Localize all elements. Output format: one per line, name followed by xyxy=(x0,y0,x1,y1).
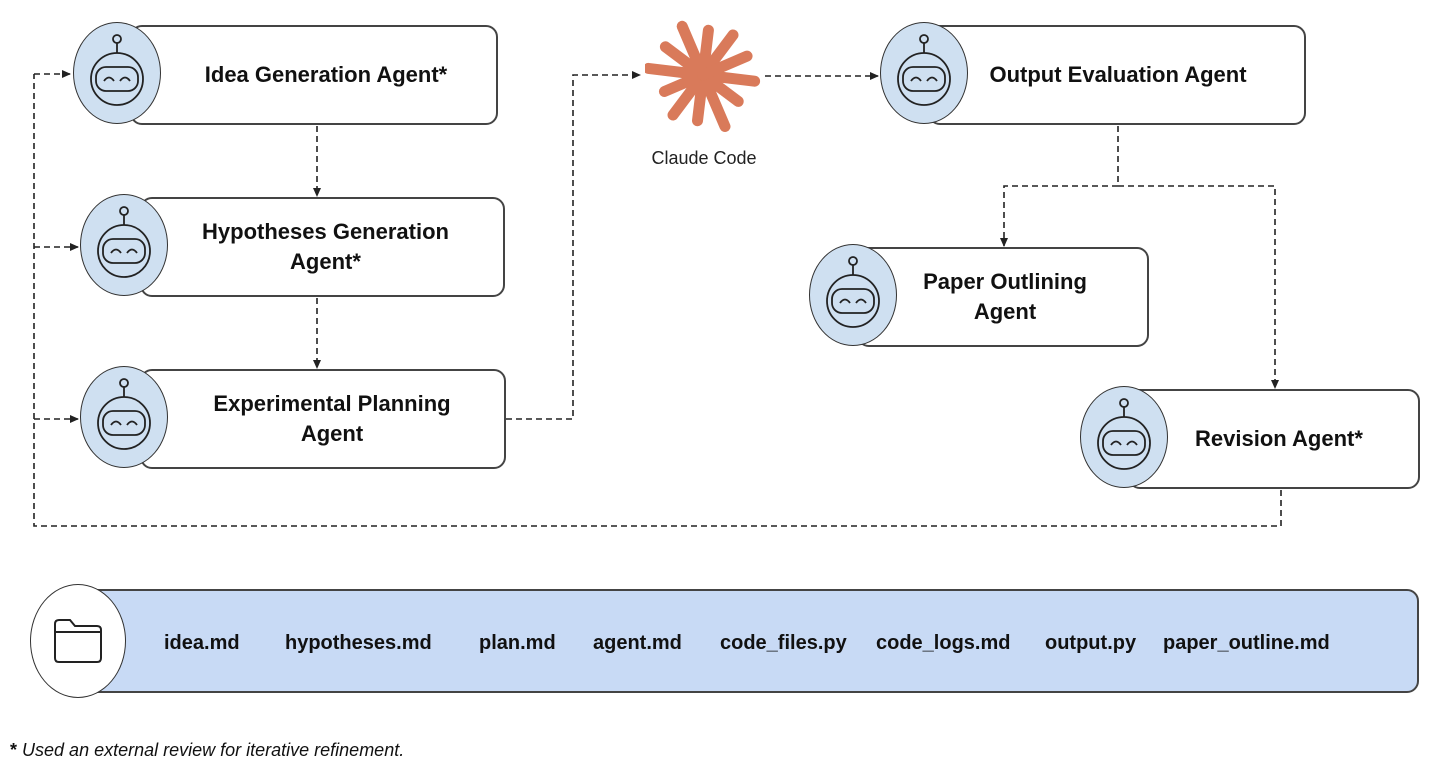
file-item: output.py xyxy=(1045,632,1137,654)
agent-box-idea-generation: Idea Generation Agent* xyxy=(130,25,498,125)
agent-box-hypotheses-generation: Hypotheses Generation Agent* xyxy=(140,197,505,297)
agent-box-revision: Revision Agent* xyxy=(1128,389,1420,489)
footnote-text: Used an external review for iterative re… xyxy=(22,740,405,760)
file-item: paper_outline.md xyxy=(1163,632,1330,654)
file-item: agent.md xyxy=(593,632,682,654)
agent-box-paper-outlining: Paper Outlining Agent xyxy=(857,247,1149,347)
robot-icon xyxy=(80,366,168,468)
arrow-planning-to-claude xyxy=(506,71,641,420)
robot-icon xyxy=(1080,386,1168,488)
agent-label: Revision Agent* xyxy=(1195,426,1363,451)
arrow-evaluation-to-outlining xyxy=(1000,126,1119,247)
robot-icon xyxy=(80,194,168,296)
file-item: plan.md xyxy=(479,632,556,654)
footnote: * Used an external review for iterative … xyxy=(10,740,404,761)
agent-label: Output Evaluation Agent xyxy=(989,62,1247,87)
agent-box-output-evaluation: Output Evaluation Agent xyxy=(928,25,1306,125)
robot-icon xyxy=(73,22,161,124)
robot-icon xyxy=(880,22,968,124)
claude-ray xyxy=(697,50,753,81)
arrow-evaluation-to-revision xyxy=(1118,185,1279,389)
file-item: hypotheses.md xyxy=(285,632,432,654)
robot-icon xyxy=(809,244,897,346)
agent-label: Paper Outlining Agent xyxy=(923,269,1087,324)
file-item: code_files.py xyxy=(720,632,847,654)
agent-label: Hypotheses Generation Agent* xyxy=(202,219,449,274)
file-item: code_logs.md xyxy=(876,632,1011,654)
agent-box-experimental-planning: Experimental Planning Agent xyxy=(140,369,506,469)
agent-label: Idea Generation Agent* xyxy=(204,62,448,87)
shared-files-bar xyxy=(76,589,1419,693)
folder-icon xyxy=(30,584,126,698)
claude-code-label: Claude Code xyxy=(651,148,757,168)
footnote-star: * xyxy=(10,740,18,760)
claude-burst-icon xyxy=(645,20,761,132)
agent-label: Experimental Planning Agent xyxy=(213,391,451,446)
file-item: idea.md xyxy=(164,632,240,654)
